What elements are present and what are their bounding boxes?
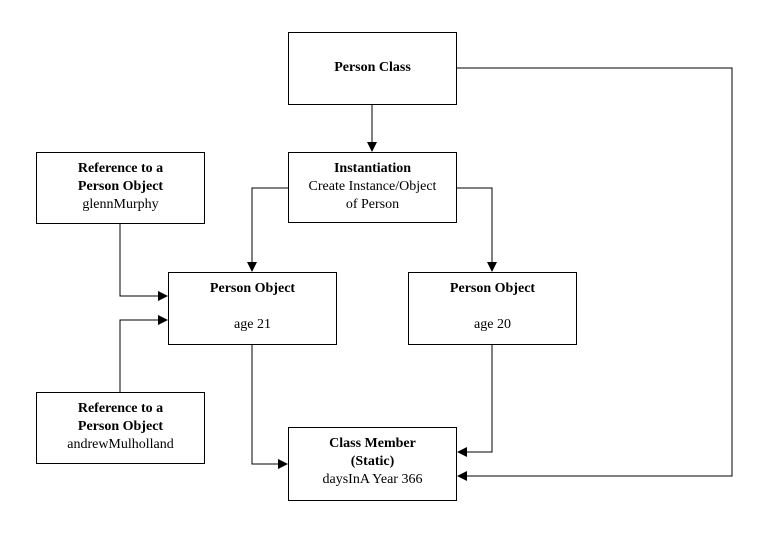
arrow-ref-glenn-to-object-1 (119, 224, 168, 301)
reference-andrew-line-1: Reference to a (77, 401, 164, 416)
reference-andrew-line-2: Person Object (77, 419, 164, 434)
person-object-2-age: age 20 (474, 317, 511, 332)
person-object-1-age: age 21 (234, 317, 271, 332)
reference-andrew-name: andrewMulholland (67, 437, 174, 452)
reference-glenn-box: Reference to a Person Object glennMurphy (36, 152, 205, 224)
person-object-2-title: Person Object (449, 281, 536, 296)
arrow-instantiation-to-object-2 (457, 187, 497, 272)
reference-glenn-name: glennMurphy (82, 197, 159, 212)
reference-andrew-box: Reference to a Person Object andrewMulho… (36, 392, 205, 464)
arrow-class-to-static (457, 67, 733, 481)
instantiation-title: Instantiation (333, 161, 412, 176)
reference-glenn-line-1: Reference to a (77, 161, 164, 176)
arrow-ref-andrew-to-object-1 (119, 315, 168, 392)
instantiation-box: Instantiation Create Instance/Object of … (288, 152, 457, 223)
person-object-2-box: Person Object age 20 (408, 272, 577, 345)
class-member-line-2: (Static) (350, 454, 395, 469)
arrow-object-2-to-static (457, 345, 493, 457)
person-object-1-title: Person Object (209, 281, 296, 296)
instantiation-line-2: of Person (345, 197, 400, 212)
person-class-title: Person Class (334, 60, 411, 75)
person-class-box: Person Class (288, 32, 457, 105)
arrow-object-1-to-static (251, 345, 288, 469)
reference-glenn-line-2: Person Object (77, 179, 164, 194)
class-member-line-1: Class Member (329, 436, 416, 451)
person-object-1-box: Person Object age 21 (168, 272, 337, 345)
class-member-attr: daysInA Year 366 (322, 472, 423, 487)
instantiation-line-1: Create Instance/Object (308, 179, 437, 194)
arrow-instantiation-to-object-1 (247, 187, 288, 272)
class-member-static-box: Class Member (Static) daysInA Year 366 (288, 427, 457, 501)
